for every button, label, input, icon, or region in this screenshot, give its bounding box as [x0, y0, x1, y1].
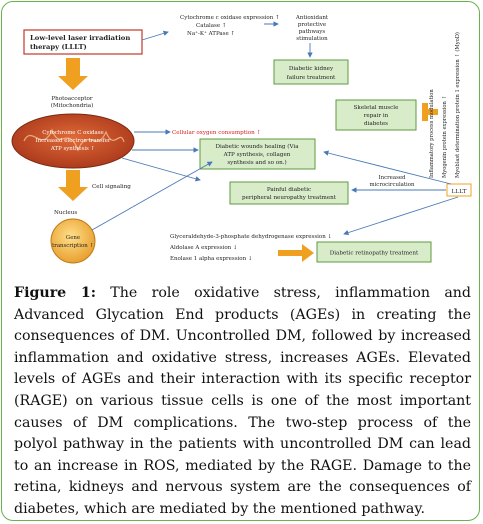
cellular-oxygen: Cellular oxygen consumption ↑	[172, 129, 261, 136]
gene-2: transcription ↑	[52, 242, 94, 249]
arrow-mito-nucleus	[58, 170, 88, 201]
photoacceptor-1: Photoacceptor	[51, 96, 92, 102]
kidney-1: Diabetic kidney	[289, 66, 334, 72]
retinopathy-box	[316, 241, 432, 263]
skeletal-2: repair in	[364, 113, 389, 119]
lllt-small-box	[446, 183, 472, 197]
neuropathy-2: peripheral neuropathy treatment	[242, 195, 337, 201]
antioxidant-1: Antioxidant	[295, 15, 329, 21]
arrow-to-skeletal	[422, 103, 438, 121]
nucleus-shape	[50, 218, 96, 264]
cell-signaling: Cell signaling	[92, 184, 131, 190]
mito-inner-3: ATP synthesis ↑	[50, 145, 95, 152]
arrow-mito-neuropathy	[121, 157, 201, 182]
antioxidant-2: protective	[298, 22, 326, 28]
caption-label: Figure 1:	[14, 285, 97, 301]
wounds-1: Diabetic wounds healing (Via	[215, 143, 299, 150]
wounds-2: ATP synthesis, collagen	[223, 152, 291, 158]
microcirc-1: Increased	[378, 175, 406, 181]
caption-text: The role oxidative stress, inflammation …	[14, 285, 471, 517]
cyto-expr-3: Na⁺-K⁺ ATPase ↑	[187, 30, 235, 37]
skeletal-box	[335, 99, 417, 131]
retinopathy: Diabetic retinopathy treatment	[330, 251, 419, 257]
mito-inner-2: Increased electron transfer	[36, 138, 111, 144]
vertical-label-3: Myoblast determination protein 1 express…	[454, 32, 461, 178]
mitochondria-cristae	[23, 128, 125, 152]
neuropathy-1: Painful diabetic	[267, 187, 311, 193]
arrow-nucleus-wounds	[91, 161, 213, 231]
lllt-small: LLLT	[452, 189, 467, 195]
vertical-label-1: Inflammatory process modulation	[429, 89, 435, 178]
wounds-box	[199, 138, 316, 170]
microcirc-2: microcirculation	[369, 182, 415, 188]
antioxidant-4: stimulation	[296, 36, 328, 42]
arrow-lllt-cyto	[141, 30, 169, 41]
gene-expr-2: Aldolase A expression ↓	[169, 245, 238, 251]
kidney-2: failure treatment	[287, 75, 336, 81]
neuropathy-box	[229, 181, 349, 205]
gene-expr-3: Enolase 1 alpha expression ↓	[170, 256, 252, 262]
vertical-label-2: Myogenin protein expression ↑	[442, 95, 448, 178]
kidney-box	[273, 59, 349, 85]
arrow-lllt-wounds	[323, 150, 452, 185]
skeletal-1: Skeletal muscle	[354, 105, 399, 111]
cyto-expr-1: Cytochrome c oxidase expression ↑	[180, 14, 280, 21]
gene-1: Gene	[66, 235, 80, 241]
arrow-lllt-gene-expr	[343, 196, 459, 236]
photoacceptor-2: (Mitochondria)	[51, 102, 94, 109]
arrow-lllt-photo	[58, 58, 88, 90]
lllt-box	[23, 29, 143, 55]
wounds-3: synthesis and so on.)	[227, 159, 286, 166]
cyto-expr-2: Catalase ↑	[196, 22, 226, 29]
diagram: Low-level laser irradiation therapy (LLL…	[11, 14, 472, 264]
antioxidant-3: pathways	[299, 29, 326, 35]
figure-caption: Figure 1: The role oxidative stress, inf…	[14, 283, 471, 520]
arrow-to-retinopathy	[278, 244, 314, 262]
mito-inner-1: Cytochrome C oxidase	[42, 130, 103, 136]
lllt-box-line1: Low-level laser irradiation	[30, 34, 130, 42]
lllt-box-line2: therapy (LLLT)	[30, 43, 87, 51]
gene-expr-1: Glyceraldehyde-3-phosphate dehydrogenase…	[170, 234, 332, 240]
skeletal-3: diabetes	[364, 121, 388, 127]
nucleus-label: Nucleus	[54, 210, 77, 216]
